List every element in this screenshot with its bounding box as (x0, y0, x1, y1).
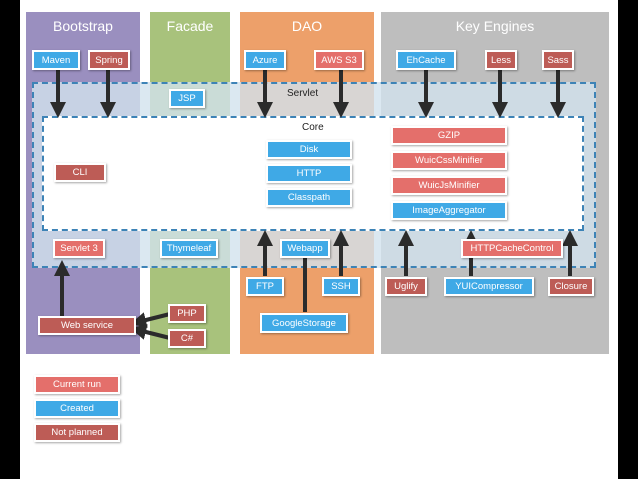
classpath-box: Classpath (266, 188, 352, 207)
google-storage-box: GoogleStorage (260, 313, 348, 333)
disk-box: Disk (266, 140, 352, 159)
column-title-facade: Facade (166, 18, 214, 34)
column-title-dao: DAO (291, 18, 323, 34)
ehcache-box: EhCache (396, 50, 456, 70)
servlet-label: Servlet (287, 88, 319, 99)
ssh-box: SSH (322, 277, 360, 296)
wuic-js-minifier-box: WuicJsMinifier (391, 176, 507, 195)
closure-box: Closure (548, 277, 594, 296)
sass-box: Sass (542, 50, 574, 70)
yui-compressor-box: YUICompressor (444, 277, 534, 296)
http-cache-control-box: HTTPCacheControl (461, 239, 563, 258)
arrow-php (130, 312, 171, 328)
less-box: Less (485, 50, 517, 70)
legend-created: Created (34, 399, 120, 418)
footer-link[interactable]: http://wuic.github.io/project.html#roadm… (180, 455, 458, 472)
http-box: HTTP (266, 164, 352, 183)
ftp-box: FTP (246, 277, 284, 296)
legend-not-planned: Not planned (34, 423, 120, 442)
column-title-bootstrap: Bootstrap (53, 18, 113, 34)
wuic-css-minifier-box: WuicCssMinifier (391, 151, 507, 170)
core-label: Core (302, 122, 324, 133)
web-service-box: Web service (38, 316, 136, 335)
maven-box: Maven (32, 50, 80, 70)
spring-box: Spring (88, 50, 130, 70)
slide: Bootstrap Facade DAO Key Engines Servlet… (20, 0, 618, 479)
legend-current-run: Current run (34, 375, 120, 394)
webapp-box: Webapp (280, 239, 330, 258)
servlet3-box: Servlet 3 (53, 239, 105, 258)
thymeleaf-box: Thymeleaf (160, 239, 218, 258)
image-aggregator-box: ImageAggregator (391, 201, 507, 220)
column-title-key-engines: Key Engines (455, 18, 535, 34)
azure-box: Azure (244, 50, 286, 70)
php-box: PHP (168, 304, 206, 323)
arrow-csharp (130, 324, 171, 340)
aws-s3-box: AWS S3 (314, 50, 364, 70)
cli-box: CLI (54, 163, 106, 182)
csharp-box: C# (168, 329, 206, 348)
jsp-box: JSP (169, 89, 205, 108)
gzip-box: GZIP (391, 126, 507, 145)
uglify-box: Uglify (385, 277, 427, 296)
